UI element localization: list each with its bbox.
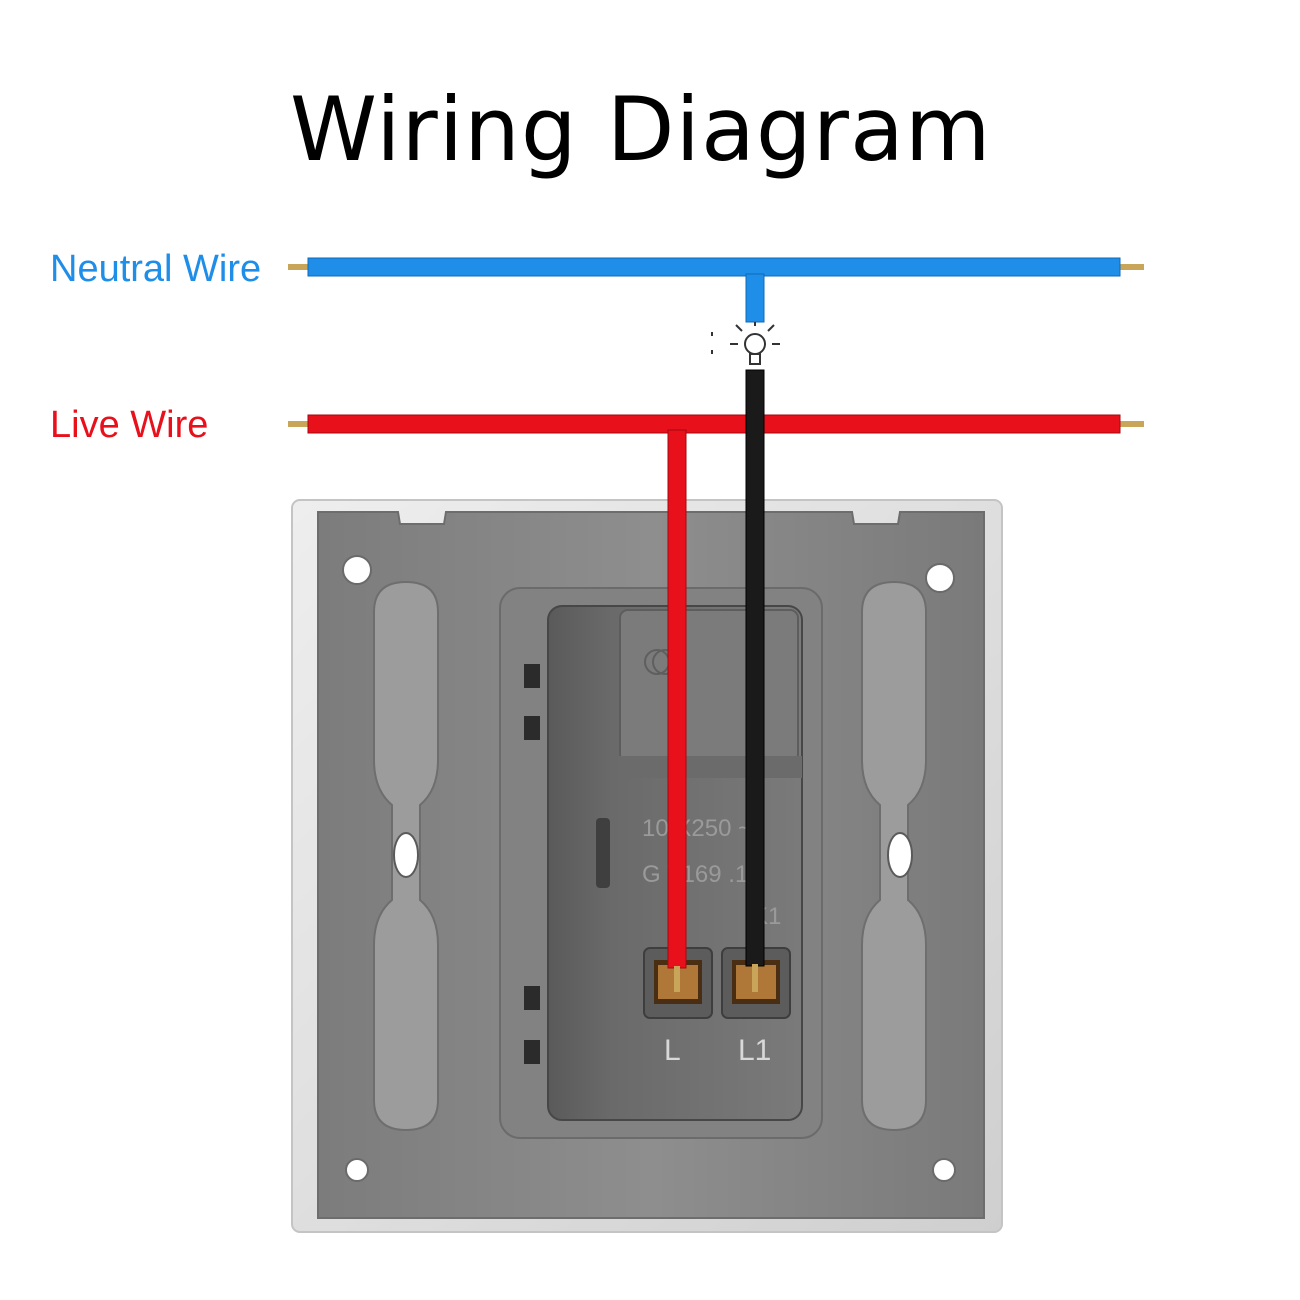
light-bulb-icon	[711, 322, 780, 365]
rating-text-1: 10 X250 ~	[642, 815, 752, 842]
diagram-title: Wiring Diagram	[290, 78, 992, 181]
live-wire-label: Live Wire	[50, 404, 209, 446]
live-wire-end-left	[288, 421, 310, 427]
rating-text-2: G T169 .1	[642, 861, 748, 888]
load-wire-conductor	[752, 964, 758, 992]
mounting-rib-right	[861, 580, 927, 1132]
screw-hole-top-left	[342, 555, 372, 585]
load-wire	[745, 369, 765, 992]
mounting-rib-left	[373, 580, 439, 1132]
terminal-l-label: L	[664, 1034, 681, 1067]
live-wire	[288, 414, 1144, 992]
live-drop-conductor	[674, 966, 680, 992]
screw-hole-top-right	[925, 563, 955, 593]
terminal-l1-label: L1	[738, 1034, 771, 1067]
live-wire-end-right	[1118, 421, 1144, 427]
neutral-wire-end-right	[1118, 264, 1144, 270]
neutral-wire-end-left	[288, 264, 310, 270]
live-drop-wire	[667, 429, 687, 969]
neutral-wire	[288, 257, 1144, 323]
screw-hole-bottom-right	[932, 1158, 956, 1182]
neutral-drop-wire	[745, 273, 765, 323]
screw-hole-bottom-left	[345, 1158, 369, 1182]
neutral-wire-label: Neutral Wire	[50, 248, 262, 290]
